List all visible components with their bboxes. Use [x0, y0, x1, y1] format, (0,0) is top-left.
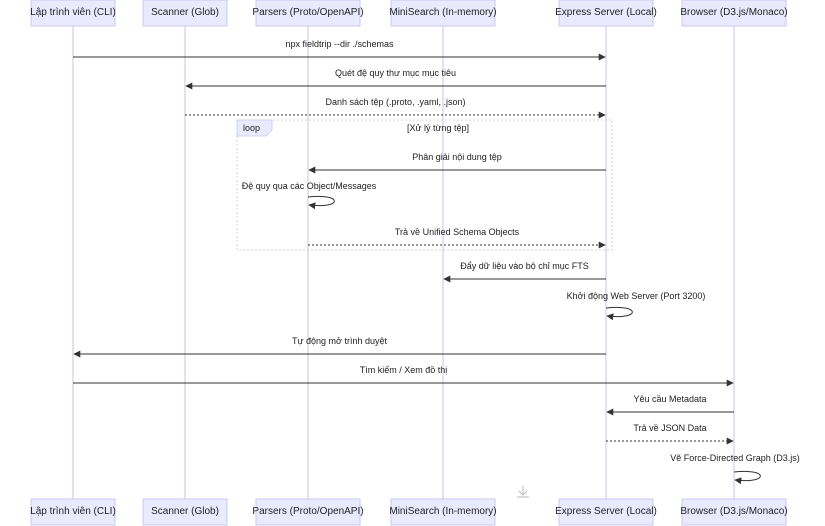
- message-arrow: [733, 470, 761, 485]
- message-label: Trả về Unified Schema Objects: [395, 227, 520, 237]
- message-11: Yêu cầu Metadata: [606, 394, 734, 416]
- message-6: Trả về Unified Schema Objects: [308, 227, 606, 249]
- message-13: Vẽ Force-Directed Graph (D3.js): [670, 453, 800, 485]
- loop-fragment: loop [Xử lý từng tệp]: [236, 119, 613, 251]
- message-1: npx fieldtrip --dir ./schemas: [73, 39, 606, 61]
- message-4: Phân giải nội dung tệp: [308, 152, 606, 174]
- actor-label: Scanner (Glob): [151, 7, 219, 18]
- actor-top-browser: Browser (D3.js/Monaco): [680, 0, 788, 27]
- actor-box: [390, 498, 496, 526]
- actor-label: Express Server (Local): [555, 7, 657, 18]
- message-label: Đệ quy qua các Object/Messages: [242, 181, 377, 191]
- actor-top-parsers: Parsers (Proto/OpenAPI): [252, 0, 364, 27]
- actor-bottom-parsers: Parsers (Proto/OpenAPI): [252, 498, 364, 526]
- message-9: Tự động mở trình duyệt: [73, 336, 606, 358]
- message-label: Quét đệ quy thư mục mục tiêu: [335, 68, 456, 78]
- actor-label: Parsers (Proto/OpenAPI): [252, 506, 363, 517]
- actor-box: [558, 498, 654, 526]
- loop-tab: [236, 119, 273, 137]
- message-label: Trả về JSON Data: [633, 423, 706, 433]
- actor-bottom-minisearch: MiniSearch (In-memory): [389, 498, 497, 526]
- actor-label: Browser (D3.js/Monaco): [680, 506, 787, 517]
- actor-box: [390, 0, 496, 27]
- message-2: Quét đệ quy thư mục mục tiêu: [185, 68, 606, 90]
- actor-box: [558, 0, 654, 27]
- message-label: Khởi động Web Server (Port 3200): [567, 291, 706, 301]
- message-label: Tìm kiếm / Xem đồ thị: [360, 365, 448, 375]
- message-label: npx fieldtrip --dir ./schemas: [285, 39, 394, 49]
- actor-label: MiniSearch (In-memory): [389, 506, 496, 517]
- actor-box: [255, 0, 361, 27]
- loop-keyword: loop: [243, 123, 260, 133]
- message-10: Tìm kiếm / Xem đồ thị: [73, 365, 734, 387]
- actor-top-minisearch: MiniSearch (In-memory): [389, 0, 497, 27]
- actor-box: [142, 0, 228, 27]
- loop-condition: [Xử lý từng tệp]: [407, 123, 469, 133]
- message-8: Khởi động Web Server (Port 3200): [567, 291, 706, 321]
- message-label: Vẽ Force-Directed Graph (D3.js): [670, 453, 800, 463]
- actor-bottom-browser: Browser (D3.js/Monaco): [680, 498, 788, 526]
- message-7: Đẩy dữ liệu vào bộ chỉ mục FTS: [443, 261, 606, 283]
- actor-bottom-server: Express Server (Local): [555, 498, 657, 526]
- actor-bottom-cli: Lập trình viên (CLI): [30, 498, 116, 526]
- actor-box: [255, 498, 361, 526]
- message-12: Trả về JSON Data: [606, 423, 734, 445]
- message-label: Đẩy dữ liệu vào bộ chỉ mục FTS: [460, 261, 589, 271]
- message-arrow: [605, 306, 633, 321]
- message-label: Tự động mở trình duyệt: [292, 336, 387, 346]
- actor-label: Lập trình viên (CLI): [30, 7, 116, 18]
- actor-label: Browser (D3.js/Monaco): [680, 7, 787, 18]
- actor-label: MiniSearch (In-memory): [389, 7, 496, 18]
- loop-frame: [236, 119, 613, 251]
- actor-box: [30, 0, 116, 27]
- actor-box: [681, 498, 787, 526]
- actor-label: Scanner (Glob): [151, 506, 219, 517]
- actor-box: [30, 498, 116, 526]
- actor-top-cli: Lập trình viên (CLI): [30, 0, 116, 27]
- actor-label: Parsers (Proto/OpenAPI): [252, 7, 363, 18]
- message-arrow: [307, 195, 335, 210]
- message-label: Danh sách tệp (.proto, .yaml, .json): [325, 97, 465, 107]
- message-label: Phân giải nội dung tệp: [412, 152, 502, 162]
- actor-box: [681, 0, 787, 27]
- message-3: Danh sách tệp (.proto, .yaml, .json): [185, 97, 606, 119]
- actor-bottom-scanner: Scanner (Glob): [142, 498, 228, 526]
- download-icon[interactable]: [517, 486, 529, 498]
- actor-label: Lập trình viên (CLI): [30, 506, 116, 517]
- actor-top-scanner: Scanner (Glob): [142, 0, 228, 27]
- actor-box: [142, 498, 228, 526]
- actor-label: Express Server (Local): [555, 506, 657, 517]
- actor-top-server: Express Server (Local): [555, 0, 657, 27]
- message-5: Đệ quy qua các Object/Messages: [242, 181, 377, 210]
- message-label: Yêu cầu Metadata: [633, 394, 706, 404]
